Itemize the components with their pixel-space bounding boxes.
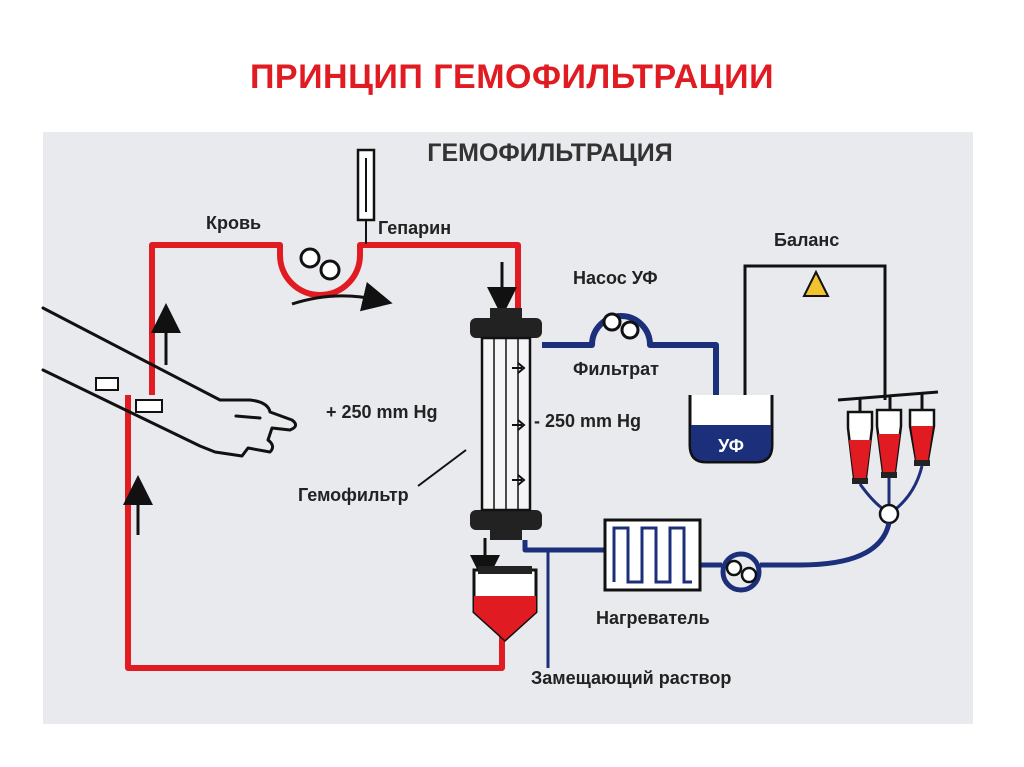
heater — [603, 518, 702, 592]
label-pressure-in: + 250 mm Hg — [326, 402, 438, 422]
replacement-pump — [720, 551, 762, 593]
label-replacement-solution: Замещающий раствор — [531, 668, 731, 688]
replacement-circuit — [522, 522, 892, 668]
uf-container: УФ — [688, 395, 774, 464]
label-blood: Кровь — [206, 213, 261, 233]
blood-circuit — [125, 242, 521, 671]
replacement-bags — [846, 408, 936, 525]
label-uf-pump: Насос УФ — [573, 268, 658, 288]
balance-scale — [743, 264, 939, 412]
label-heparin: Гепарин — [378, 218, 451, 238]
uf-container-label: УФ — [718, 436, 744, 456]
patient-arm-icon — [41, 306, 297, 458]
label-balance: Баланс — [774, 230, 839, 250]
blood-arterial-line — [149, 242, 521, 395]
slide-title: ПРИНЦИП ГЕМОФИЛЬТРАЦИИ — [249, 58, 775, 96]
hemofilter — [470, 308, 542, 540]
blood-return-line — [125, 395, 505, 671]
drip-chamber — [472, 566, 538, 643]
diagram-title: ГЕМОФИЛЬТРАЦИЯ — [427, 139, 672, 167]
label-pressure-out: - 250 mm Hg — [534, 411, 641, 431]
label-heater: Нагреватель — [596, 608, 710, 628]
label-hemofilter: Гемофильтр — [298, 485, 409, 505]
arm-tape-1 — [95, 377, 119, 391]
hemofilter-pointer — [417, 449, 467, 487]
arm-tape-2 — [135, 399, 163, 413]
blood-pump — [291, 247, 393, 312]
flow-arrows — [123, 262, 517, 585]
filtrate-circuit — [542, 313, 719, 395]
balance-triangle-icon — [802, 269, 830, 297]
label-filtrate: Фильтрат — [573, 359, 659, 379]
heparin-syringe — [356, 148, 376, 244]
uf-pump — [602, 312, 640, 340]
